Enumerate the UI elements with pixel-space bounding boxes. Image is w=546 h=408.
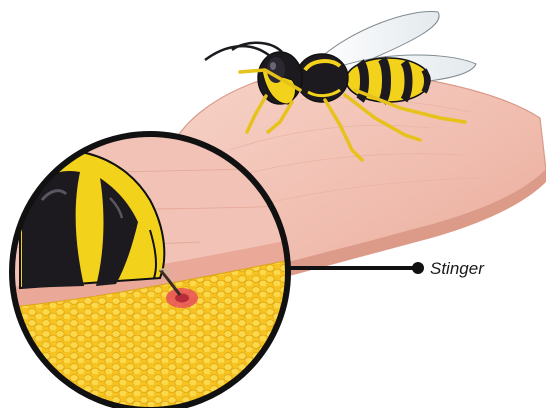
callout-dot — [412, 262, 424, 274]
callout-label: Stinger — [430, 259, 485, 278]
